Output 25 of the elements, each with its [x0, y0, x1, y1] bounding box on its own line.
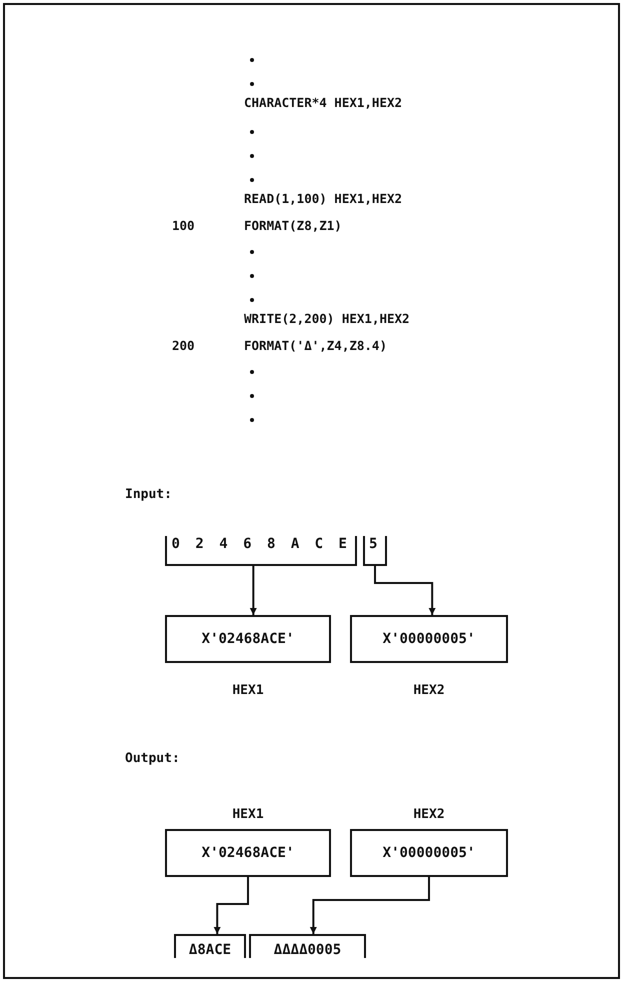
value-box: X'02468ACE' [165, 829, 331, 877]
bracketed-output: Δ8ACE [174, 934, 246, 958]
variable-name: HEX2 [413, 684, 445, 697]
statement-label: 100 [172, 220, 195, 232]
bracketed-digits: 0 2 4 6 8 A C E [165, 536, 357, 566]
value-box: X'00000005' [350, 829, 508, 877]
statement-label: 200 [172, 340, 195, 352]
code-line: WRITE(2,200) HEX1,HEX2 [244, 313, 410, 326]
arrow [250, 566, 257, 615]
arrow [374, 566, 436, 615]
arrow [310, 877, 430, 934]
code-line: FORMAT('Δ',Z4,Z8.4) [244, 340, 387, 352]
variable-name: HEX2 [413, 808, 445, 821]
code-line: FORMAT(Z8,Z1) [244, 220, 342, 232]
bracketed-output: ΔΔΔΔ0005 [249, 934, 366, 958]
arrow [214, 877, 249, 934]
section-heading: Output: [125, 752, 180, 765]
code-line: CHARACTER*4 HEX1,HEX2 [244, 97, 402, 110]
code-line: READ(1,100) HEX1,HEX2 [244, 193, 402, 206]
bracketed-digit: 5 [363, 536, 387, 566]
variable-name: HEX1 [232, 684, 264, 697]
variable-name: HEX1 [232, 808, 264, 821]
section-heading: Input: [125, 488, 172, 501]
value-box: X'02468ACE' [165, 615, 331, 663]
value-box: X'00000005' [350, 615, 508, 663]
